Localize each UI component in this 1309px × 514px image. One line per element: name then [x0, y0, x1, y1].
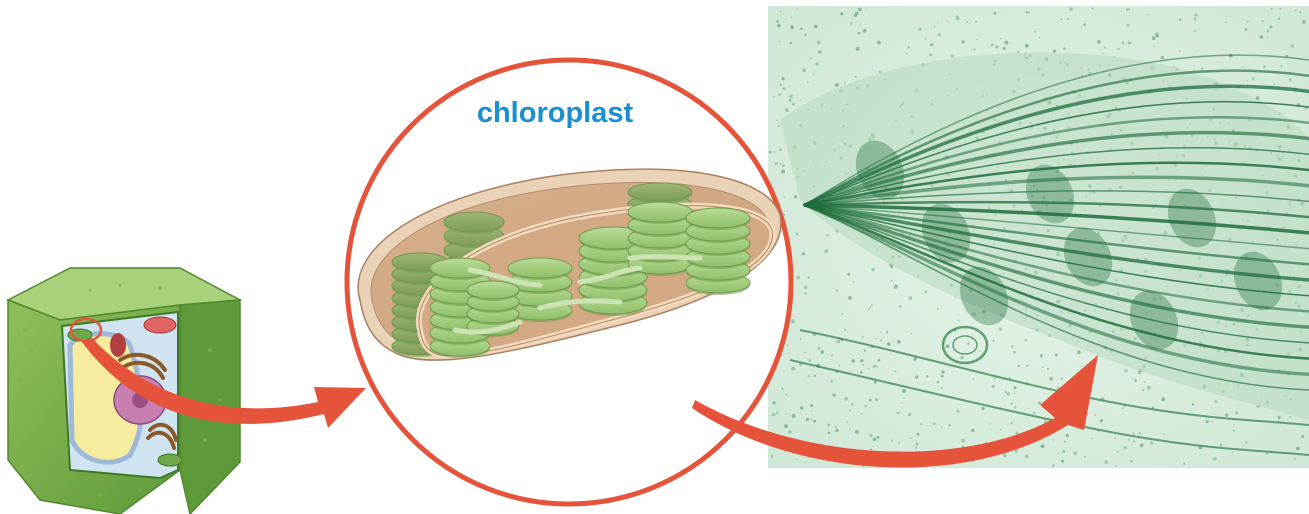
electron-micrograph: [768, 6, 1309, 468]
plant-cell-illustration: [8, 268, 240, 514]
chloroplast-label: chloroplast: [477, 97, 634, 129]
